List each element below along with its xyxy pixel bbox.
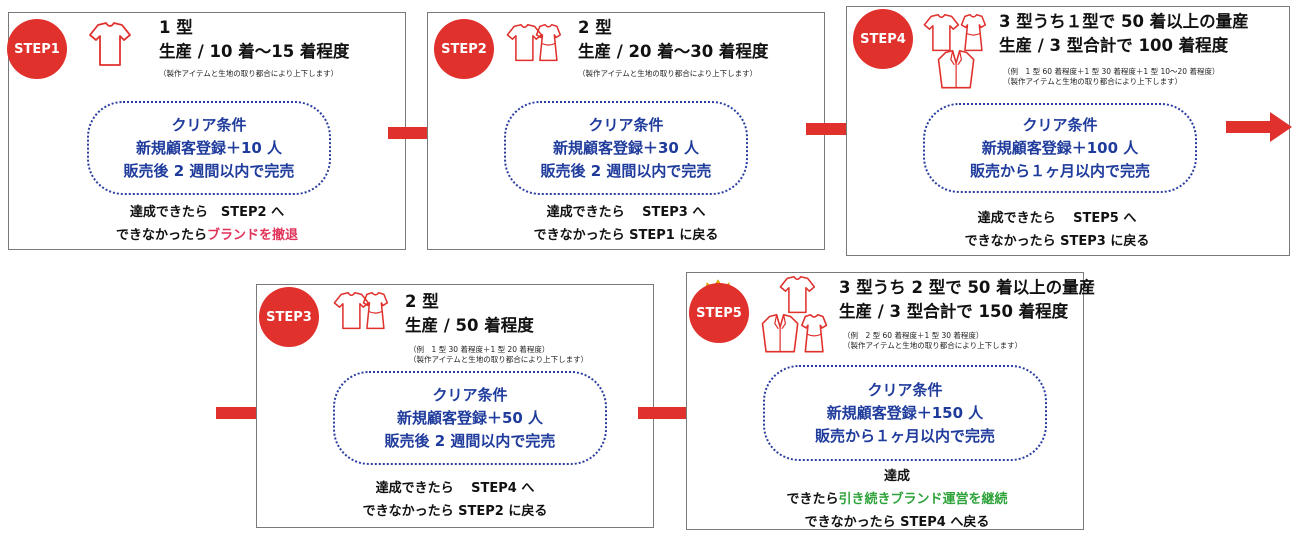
step2-note: （製作アイテムと生地の取り都合により上下します） [578,69,758,78]
clear-condition: 新規顧客登録＋10 人 [135,138,283,157]
success-text: 達成できたら STEP2 へ [129,205,285,220]
tshirt-icon [89,22,131,66]
step4-result: 達成できたら STEP5 へ できなかったら STEP3 に戻る [847,207,1267,253]
clear-condition: 販売後 2 週間以内で完売 [384,431,556,450]
step4-production: 生産 / 3 型合計で 100 着程度 [999,36,1229,55]
fail-text: できなかったら STEP3 に戻る [964,234,1150,249]
shirt-dress-icon [506,23,562,62]
step2-result: 達成できたら STEP3 へ できなかったら STEP1 に戻る [428,201,824,247]
step1-note: （製作アイテムと生地の取り都合により上下します） [159,69,339,78]
step5-note: （例 2 型 60 着程度＋1 型 30 着程度） [843,331,984,340]
step3-card: STEP3 2 型 生産 / 50 着程度 （例 1 型 30 着程度＋1 型 … [256,284,654,528]
clear-condition: 販売後 2 週間以内で完売 [123,161,295,180]
clear-condition: 新規顧客登録＋30 人 [552,138,700,157]
clear-condition: 新規顧客登録＋100 人 [981,138,1139,157]
step4-type: 3 型うち１型で 50 着以上の量産 [999,12,1249,31]
success-text: 達成できたら STEP3 へ [546,205,706,220]
clear-condition: 販売から１ヶ月以内で完売 [814,426,995,445]
step2-clear-box: クリア条件 新規顧客登録＋30 人 販売後 2 週間以内で完売 [504,101,748,195]
step1-type: 1 型 [159,18,193,37]
clear-title: クリア条件 [588,115,664,134]
step4-note: （製作アイテムと生地の取り都合により上下します） [1003,77,1183,86]
step2-card: STEP2 2 型 生産 / 20 着〜30 着程度 （製作アイテムと生地の取り… [427,12,825,250]
step5-note: （製作アイテムと生地の取り都合により上下します） [843,341,1023,350]
three-garments-icon [923,13,987,89]
step1-production: 生産 / 10 着〜15 着程度 [159,42,350,61]
step5-badge: STEP5 [689,283,749,343]
fail-text: できなかったら STEP4 へ戻る [804,515,990,530]
clear-condition: 販売から１ヶ月以内で完売 [969,161,1150,180]
clear-title: クリア条件 [1022,115,1098,134]
clear-title: クリア条件 [867,380,943,399]
shirt-dress-icon [333,291,389,330]
step5-card: STEP5 3 型うち 2 型で 50 着以上の量産 生産 / 3 型合計で 1… [686,272,1095,530]
step3-clear-box: クリア条件 新規顧客登録＋50 人 販売後 2 週間以内で完売 [333,371,607,465]
step5-clear-box: クリア条件 新規顧客登録＋150 人 販売から１ヶ月以内で完売 [763,365,1047,461]
step4-clear-box: クリア条件 新規顧客登録＋100 人 販売から１ヶ月以内で完売 [923,103,1197,193]
step4-card: STEP4 3 型うち１型で 50 着以上の量産 生産 / 3 型合計で 100… [846,6,1290,256]
withdraw-text: ブランドを撤退 [207,228,299,243]
step4-badge: STEP4 [853,9,913,69]
success-continue-text: できたら引き続きブランド運営を継続 [786,492,1008,507]
step3-badge: STEP3 [259,287,319,347]
three-garments-icon [761,275,828,353]
success-text: 達成できたら STEP5 へ [977,211,1137,226]
step3-note: （製作アイテムと生地の取り都合により上下します） [409,355,589,364]
step4-note: （例 1 型 60 着程度＋1 型 30 着程度＋1 型 10〜20 着程度） [1003,67,1220,76]
step1-clear-box: クリア条件 新規顧客登録＋10 人 販売後 2 週間以内で完売 [87,101,331,195]
step3-note: （例 1 型 30 着程度＋1 型 20 着程度） [409,345,550,354]
clear-condition: 新規顧客登録＋150 人 [826,403,984,422]
step2-badge: STEP2 [434,19,494,79]
fail-text: できなかったら STEP2 に戻る [362,504,548,519]
step1-result: 達成できたら STEP2 へ できなかったらブランドを撤退 [9,201,405,247]
step2-type: 2 型 [578,18,612,37]
step5-production: 生産 / 3 型合計で 150 着程度 [839,302,1069,321]
fail-text: できなかったらブランドを撤退 [115,228,299,243]
step5-result: 達成 できたら引き続きブランド運営を継続 できなかったら STEP4 へ戻る [687,465,1107,534]
clear-condition: 新規顧客登録＋50 人 [396,408,544,427]
step1-card: STEP1 1 型 生産 / 10 着〜15 着程度 （製作アイテムと生地の取り… [7,12,406,250]
clear-condition: 販売後 2 週間以内で完売 [540,161,712,180]
clear-title: クリア条件 [432,385,508,404]
step3-production: 生産 / 50 着程度 [405,316,534,335]
success-text: 達成できたら STEP4 へ [375,481,535,496]
step3-type: 2 型 [405,292,439,311]
continue-brand-text: 引き続きブランド運営を継続 [838,492,1008,507]
step3-result: 達成できたら STEP4 へ できなかったら STEP2 に戻る [257,477,653,523]
fail-text: できなかったら STEP1 に戻る [533,228,719,243]
step5-type: 3 型うち 2 型で 50 着以上の量産 [839,278,1096,297]
step2-production: 生産 / 20 着〜30 着程度 [578,42,769,61]
arrow-right-icon [1226,112,1292,142]
clear-title: クリア条件 [171,115,247,134]
success-text: 達成 [883,469,910,484]
step1-badge: STEP1 [7,19,67,79]
